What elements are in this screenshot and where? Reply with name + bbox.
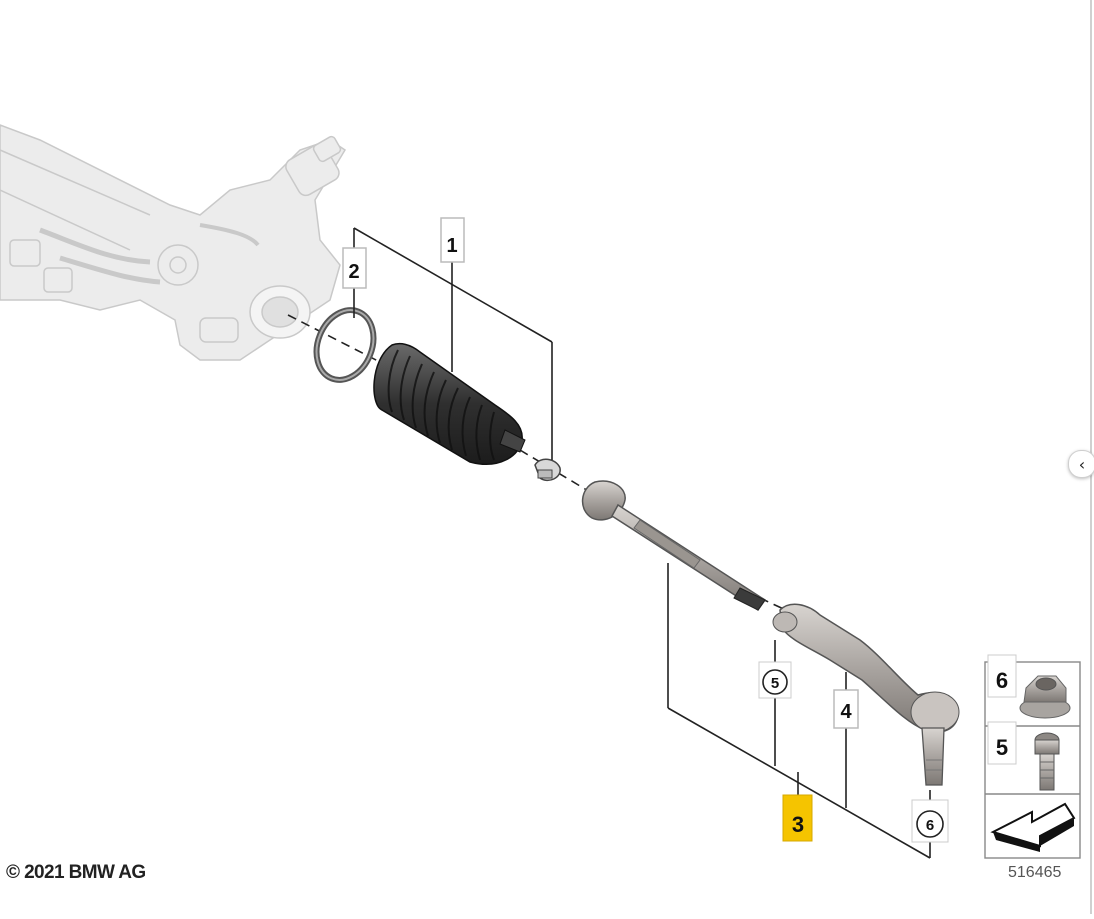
legend-item-bolt: 5	[987, 721, 1060, 791]
copyright-text: © 2021 BMW AG	[6, 862, 146, 883]
callout-6-label: 6	[926, 817, 934, 834]
part-1-bellows-boot	[373, 342, 526, 465]
part-2-clamp-ring	[313, 307, 377, 383]
steering-gear-housing	[0, 124, 347, 361]
legend-item-nut: 6	[987, 654, 1071, 719]
callout-3: 3	[782, 794, 813, 842]
callout-5-label: 5	[771, 675, 779, 692]
part-inner-tie-rod	[581, 480, 767, 612]
legend-panel: 6 5	[984, 654, 1081, 859]
part-4-tie-rod-end	[772, 603, 960, 786]
callout-5: 5	[758, 661, 792, 699]
diagram-number: 516465	[1008, 864, 1062, 881]
part-2-small-clamp	[534, 458, 561, 482]
callout-4-label: 4	[840, 701, 852, 723]
direction-arrow-icon	[990, 802, 1076, 852]
callout-2: 2	[342, 247, 367, 289]
collapse-panel-button[interactable]: ‹	[1068, 450, 1094, 478]
leader-lines	[353, 227, 931, 859]
bolt-icon	[1034, 732, 1060, 791]
callout-4: 4	[833, 689, 859, 729]
flange-nut-icon	[1019, 675, 1071, 719]
legend-nut-label: 6	[996, 668, 1008, 693]
legend-bolt-label: 5	[996, 735, 1008, 760]
callout-1-label: 1	[446, 235, 457, 257]
callout-1: 1	[440, 217, 465, 263]
callout-3-label: 3	[792, 812, 804, 837]
chevron-left-icon: ‹	[1078, 454, 1086, 474]
callout-6: 6	[911, 799, 949, 843]
callout-2-label: 2	[348, 261, 359, 283]
